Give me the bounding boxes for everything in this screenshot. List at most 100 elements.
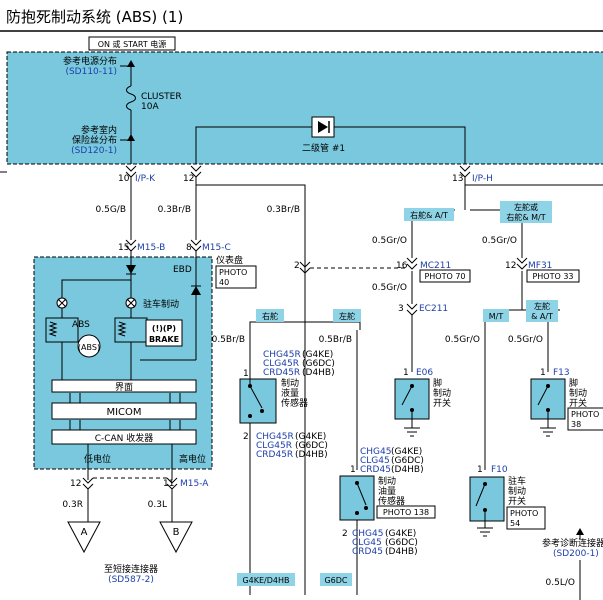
ccan-label: C-CAN 收发器 (95, 432, 154, 444)
pin-1-s1: 1 (243, 369, 249, 379)
brake-fluid-sensor-line1: 制动 (281, 377, 299, 389)
photo-138: PHOTO 138 (383, 508, 429, 517)
fuse-box-ref-line1: 参考室内 (81, 124, 117, 136)
mc211: MC211 (420, 261, 451, 271)
tag-g4ke-d4hb: G4KE/D4HB (242, 576, 289, 585)
wire-05lo: 0.5L/O (546, 578, 575, 588)
photo-70: PHOTO 70 (424, 272, 465, 281)
wire-05gro-3: 0.5Gr/O (372, 283, 407, 293)
wire-05gro-2: 0.5Gr/O (482, 236, 517, 246)
micom-block (51, 402, 197, 420)
pin-2-s1: 2 (243, 432, 249, 442)
park-brake-sw-line2: 制动 (508, 485, 526, 497)
clg45r-1: CLG45R (263, 359, 299, 369)
fuse-box-ref-code: (SD120-1) (71, 146, 117, 156)
abs-icon-text: (ABS) (78, 343, 100, 352)
clg45r-2: CLG45R (256, 441, 292, 451)
conn-a: A (81, 527, 88, 538)
conn-m15b: M15-B (137, 243, 165, 253)
f13-pin: 1 (540, 368, 546, 378)
e06-pin: 1 (403, 368, 409, 378)
wire-05brb-1: 0.5Br/B (212, 335, 245, 345)
clg45-2-eng: (G6DC) (385, 538, 418, 548)
fuse-ref-label: 参考电源分布 (63, 55, 117, 67)
conn-m15c: M15-C (202, 243, 231, 253)
foot-brake-r-line2: 制动 (569, 387, 587, 399)
cluster-label: 仪表盘 (216, 254, 243, 266)
interface-label: 界面 (115, 382, 133, 393)
conn-m15a: M15-A (180, 479, 209, 489)
wire-03l: 0.3L (148, 500, 167, 510)
wire-05brb-2: 0.5Br/B (319, 335, 352, 345)
chg45-1-eng: (G4KE) (391, 447, 422, 457)
wire-05gro-1: 0.5Gr/O (372, 236, 407, 246)
pin-1-s2: 1 (350, 465, 356, 475)
parking-brake-label: 驻车制动 (143, 298, 179, 310)
diag-conn-label: 参考诊断连接器 (542, 537, 603, 549)
chg45-2: CHG45 (352, 529, 383, 539)
tag-rhd-at: 右舵& A/T (410, 210, 448, 220)
clg45-1-eng: (G6DC) (391, 456, 424, 466)
chg45r-2-eng: (G4KE) (295, 432, 326, 442)
brake-fluid-sensor-line2: 液量 (281, 387, 299, 399)
fuse-ref-code: (SD110-11) (65, 67, 117, 77)
ec211: EC211 (419, 304, 448, 314)
diode-icon (318, 121, 328, 133)
wire-05gb: 0.5G/B (96, 205, 127, 215)
wire-03r: 0.3R (62, 500, 83, 510)
wire-05gro-5: 0.5Gr/O (508, 335, 543, 345)
photo-54-line1: PHOTO (510, 509, 538, 518)
crd45r-1: CRD45R (263, 368, 300, 378)
diode-label: 二级管 #1 (302, 142, 345, 154)
park-brake-sw-line1: 驻车 (508, 475, 526, 487)
brake-oil-sensor-line2: 油量 (378, 485, 396, 497)
power-panel (6, 51, 603, 165)
page-title: 防抱死制动系统 (ABS) (1) (6, 8, 183, 26)
power-label: ON 或 START 电源 (98, 39, 167, 49)
abs-label: ABS (72, 320, 90, 330)
photo-40-line1: PHOTO (219, 268, 247, 277)
e06: E06 (416, 368, 433, 378)
tag-lhd-line1: 左舵或 (514, 202, 538, 212)
svg-text:(!)(P): (!)(P) (152, 324, 176, 333)
wire-03brb-a: 0.3Br/B (158, 205, 191, 215)
brake-warning-icon (145, 319, 183, 347)
photo-38-line1: PHOTO (571, 410, 599, 419)
crd45-2: CRD45 (352, 547, 383, 557)
fuse-name: CLUSTER (141, 92, 182, 102)
park-brake-sw-line3: 开关 (508, 495, 526, 507)
conn-m15b-pin: 15 (118, 243, 129, 253)
brake-icon-text: BRAKE (149, 335, 179, 344)
f10-pin: 1 (477, 465, 483, 475)
crd45-2-eng: (D4HB) (385, 547, 418, 557)
abs-warning-icon (77, 334, 101, 358)
photo-33: PHOTO 33 (532, 272, 573, 281)
conn-ipk-pin: 10 (118, 174, 130, 184)
wire-05gro-4: 0.5Gr/O (445, 335, 480, 345)
ebd-label: EBD (173, 265, 192, 275)
photo-54-line2: 54 (510, 519, 520, 528)
interface-block (51, 379, 197, 393)
conn-12-pin: 12 (183, 174, 194, 184)
clg45r-1-eng: (G6DC) (302, 359, 335, 369)
crd45-1: CRD45 (360, 465, 391, 475)
brake-fluid-sensor-line3: 传感器 (281, 397, 308, 409)
chg45-2-eng: (G4KE) (385, 529, 416, 539)
mf31-pin: 12 (505, 261, 516, 271)
conn-b: B (173, 527, 180, 538)
connector-b-icon (159, 521, 193, 554)
conn-iph: I/P-H (472, 174, 493, 184)
tag-lhd-at-line1: 左舵 (534, 301, 550, 311)
chg45-1: CHG45 (360, 447, 391, 457)
ccan-block (51, 429, 197, 445)
connector-a-icon (67, 521, 101, 554)
pin-2-s2: 2 (342, 529, 348, 539)
foot-brake-r-line3: 开关 (569, 397, 587, 409)
photo-38-line2: 38 (571, 420, 581, 429)
crd45r-1-eng: (D4HB) (302, 368, 335, 378)
fuse-box-ref-line2: 保险丝分布 (72, 134, 117, 146)
conn-iph-pin: 13 (452, 174, 463, 184)
mc211-pin: 16 (396, 261, 408, 271)
tag-lhd-line2: 右舵& M/T (506, 212, 545, 222)
